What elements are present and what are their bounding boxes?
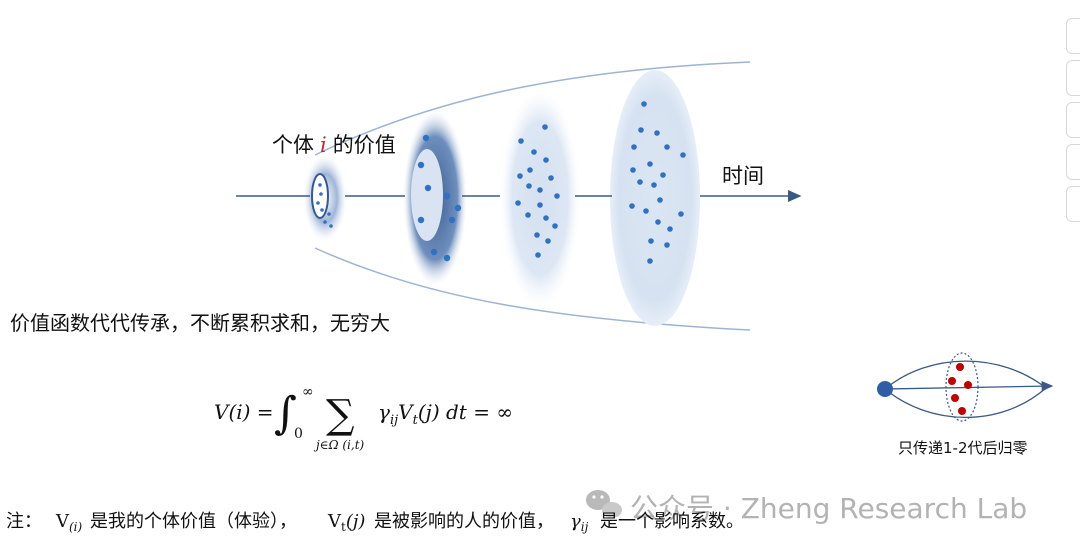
svg-text:是我的个体价值（体验），: 是我的个体价值（体验）， [90, 511, 297, 532]
value-formula: V(i) = ∫ ∞ 0 ∑ j∈Ω (i,t) γijVt(j) dt = ∞ [214, 384, 513, 452]
inset-diagram: 只传递1-2代后归零 [877, 352, 1054, 457]
inset-lens-lower [884, 387, 1047, 419]
inset-dotted-ellipse [945, 352, 979, 422]
summary-text: 价值函数代代传承，不断累积求和，无穷大 [10, 311, 390, 335]
svg-text:V(i): V(i) [55, 511, 83, 534]
right-edge-tabs [1066, 18, 1080, 232]
edge-tab[interactable] [1066, 60, 1080, 96]
svg-text:是一个影响系数。: 是一个影响系数。 [600, 511, 744, 532]
svg-text:公众号 · Zheng Research Lab: 公众号 · Zheng Research Lab [630, 492, 1027, 525]
edge-tab[interactable] [1066, 102, 1080, 138]
watermark: 公众号 · Zheng Research Lab [586, 490, 1027, 525]
svg-text:Vt(j): Vt(j) [327, 511, 365, 534]
inset-red-dots [948, 363, 972, 415]
svg-text:γij: γij [570, 511, 589, 534]
generation-4-disc [610, 70, 700, 326]
inset-origin-node [877, 381, 893, 397]
inset-caption: 只传递1-2代后归零 [898, 439, 1028, 457]
generation-3-disc [500, 88, 580, 308]
generation-dots [316, 101, 686, 264]
svg-text:V(i) =: V(i) = [214, 400, 274, 424]
svg-text:0: 0 [294, 426, 303, 442]
edge-tab[interactable] [1066, 186, 1080, 222]
generation-1-core [311, 173, 329, 219]
svg-text:γijVt(j) dt = ∞: γijVt(j) dt = ∞ [378, 400, 513, 428]
summation-sign: ∑ [326, 392, 355, 438]
time-axis-label: 时间 [722, 164, 764, 188]
edge-tab[interactable] [1066, 144, 1080, 180]
cone-upper-line [314, 61, 751, 156]
svg-text:注：: 注： [6, 511, 42, 532]
integral-sign: ∫ [274, 388, 297, 439]
edge-tab[interactable] [1066, 18, 1080, 54]
inset-lens-upper [884, 360, 1047, 390]
wechat-icon [586, 490, 622, 518]
svg-text:∞: ∞ [302, 384, 314, 400]
svg-text:j∈Ω (i,t): j∈Ω (i,t) [313, 438, 365, 452]
generation-2-inner [411, 149, 443, 241]
footnote: 注： V(i) 是我的个体价值（体验）， Vt(j) 是被影响的人的价值， γi… [6, 511, 744, 534]
cone-lower-line [314, 247, 751, 331]
svg-text:是被影响的人的价值，: 是被影响的人的价值， [374, 511, 554, 532]
